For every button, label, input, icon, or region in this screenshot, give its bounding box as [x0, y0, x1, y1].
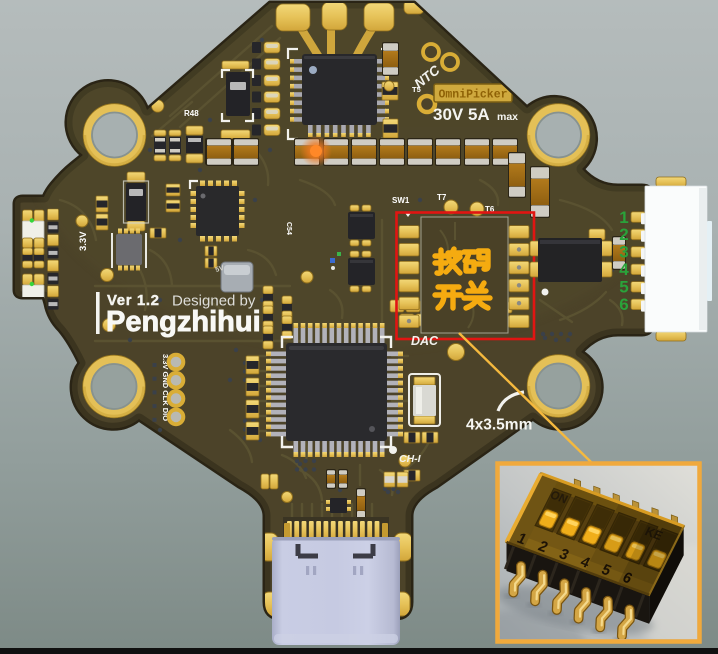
svg-text:Pengzhihui: Pengzhihui — [106, 306, 261, 338]
svg-text:3.3V: 3.3V — [78, 231, 89, 251]
svg-text:KE: KE — [643, 524, 665, 543]
svg-text:R48: R48 — [184, 109, 199, 118]
svg-text:5: 5 — [619, 278, 628, 297]
svg-text:SW1: SW1 — [392, 196, 410, 205]
svg-text:5V: 5V — [215, 265, 225, 274]
svg-text:4: 4 — [619, 260, 629, 279]
svg-text:2: 2 — [619, 225, 628, 244]
svg-text:ON: ON — [548, 489, 570, 507]
svg-text:3: 3 — [619, 243, 628, 262]
svg-text:DAC: DAC — [411, 334, 439, 348]
svg-text:T7: T7 — [437, 193, 447, 202]
svg-text:Designed by: Designed by — [172, 293, 256, 310]
svg-text:Ver 1.2: Ver 1.2 — [107, 292, 160, 309]
svg-text:CH-I: CH-I — [399, 453, 422, 465]
svg-text:max: max — [497, 111, 518, 123]
svg-text:C54: C54 — [285, 222, 292, 235]
svg-text:T5: T5 — [412, 85, 421, 94]
svg-text:1: 1 — [619, 208, 628, 227]
svg-text:30V 5A: 30V 5A — [433, 105, 490, 124]
svg-text:T6: T6 — [485, 205, 495, 214]
svg-text:6: 6 — [619, 295, 628, 314]
svg-text:OmniPicker: OmniPicker — [438, 89, 507, 102]
svg-text:4x3.5mm: 4x3.5mm — [466, 417, 532, 434]
svg-text:3.3V GND CLK DIO: 3.3V GND CLK DIO — [161, 354, 170, 421]
